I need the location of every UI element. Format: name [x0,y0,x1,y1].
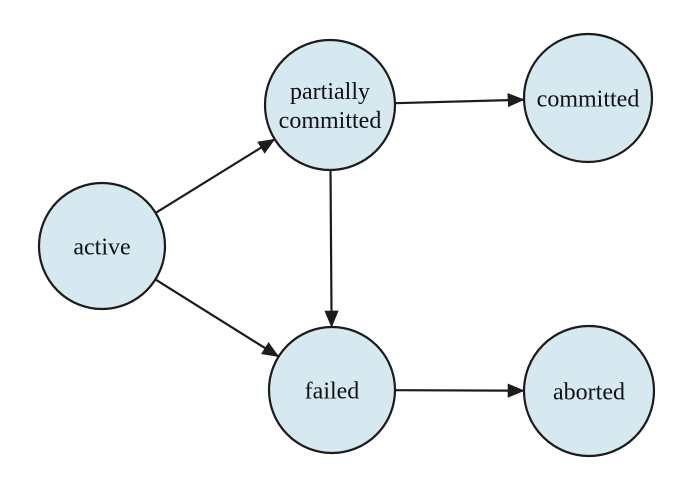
state-circle-active [37,181,167,311]
edge-failed-to-aborted [394,383,525,398]
state-node-committed: committed [522,32,654,164]
edge-partially-committed-to-committed [394,93,525,108]
state-label-active: active [73,235,130,261]
state-label-aborted: aborted [553,380,625,406]
state-label-committed: committed [537,87,640,113]
state-circle-failed [267,325,397,455]
state-circle-partially-committed [263,38,397,172]
state-node-active: active [37,181,167,311]
edge-active-to-failed [154,278,280,358]
state-circle-aborted [522,324,656,458]
edge-partially-committed-to-failed [324,169,339,328]
state-node-failed: failed [267,325,397,455]
edges-layer [154,93,525,398]
state-label-failed: failed [305,379,360,405]
state-node-aborted: aborted [522,324,656,458]
state-circle-committed [522,32,654,164]
edge-active-to-partially-committed [155,138,276,214]
